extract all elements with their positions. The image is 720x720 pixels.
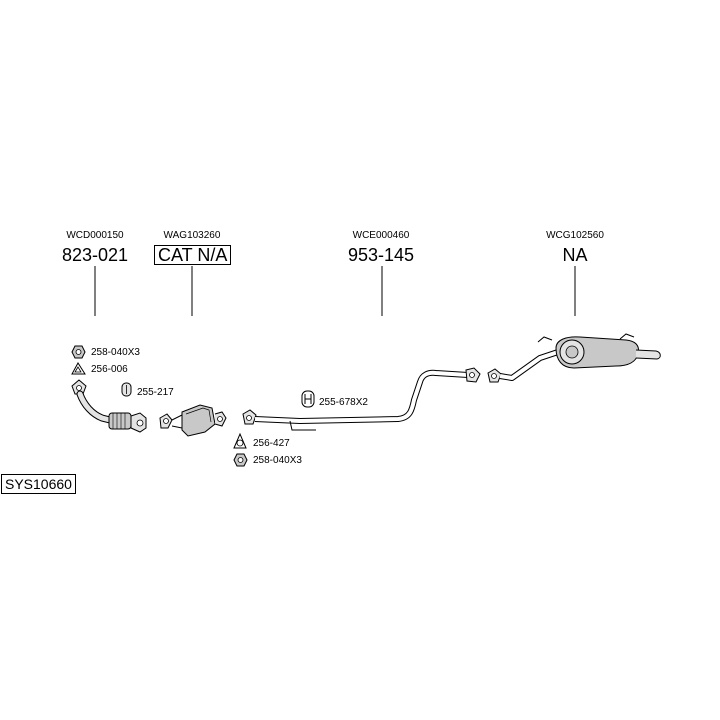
part-ref-catalyst: WAG103260 — [163, 230, 221, 241]
middle-pipe[interactable] — [242, 367, 481, 431]
fitting-label-nut-front[interactable]: 258-040X3 — [91, 347, 140, 358]
flange-gasket-icon[interactable] — [233, 432, 247, 449]
hex-nut-icon[interactable] — [71, 345, 86, 359]
h-hanger-icon[interactable] — [301, 390, 315, 408]
fitting-label-gasket-mid[interactable]: 256-427 — [253, 438, 290, 449]
rubber-mount-icon[interactable] — [121, 382, 132, 397]
part-ref-middle-pipe: WCE000460 — [352, 230, 410, 241]
catalytic-converter[interactable] — [159, 404, 227, 437]
front-pipe[interactable] — [71, 379, 147, 433]
fitting-label-nut-mid[interactable]: 258-040X3 — [253, 455, 302, 466]
part-number-front-pipe[interactable]: 823-021 — [61, 245, 129, 265]
hex-nut-icon[interactable] — [233, 453, 248, 467]
rear-silencer[interactable] — [487, 333, 661, 383]
part-number-rear-silencer[interactable]: NA — [562, 245, 588, 265]
system-code: SYS10660 — [1, 474, 76, 494]
triangle-gasket-icon[interactable] — [71, 362, 86, 375]
part-number-catalyst[interactable]: CAT N/A — [154, 245, 232, 265]
fitting-label-hanger[interactable]: 255-678X2 — [319, 397, 368, 408]
part-number-middle-pipe[interactable]: 953-145 — [347, 245, 415, 265]
part-ref-rear-silencer: WCG102560 — [546, 230, 604, 241]
fitting-label-rubber-mount[interactable]: 255-217 — [137, 387, 174, 398]
part-ref-front-pipe: WCD000150 — [66, 230, 124, 241]
fitting-label-gasket-front[interactable]: 256-006 — [91, 364, 128, 375]
